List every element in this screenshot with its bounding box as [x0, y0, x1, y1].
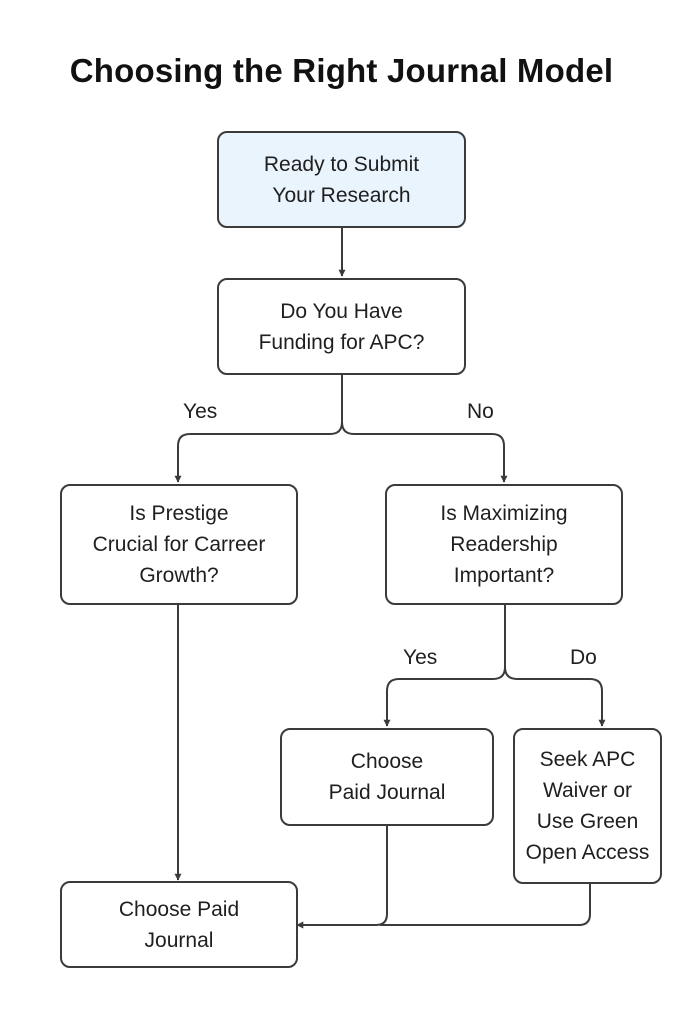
edge-funding-no [341, 421, 508, 483]
node-text-line: Crucial for Carreer [92, 533, 266, 556]
node-text-line: Open Access [525, 841, 650, 864]
node-text-line: Journal [144, 928, 214, 952]
node-text-line: Choose Paid [118, 897, 240, 921]
node-text-line: Readership [450, 533, 558, 556]
node-text-line: Growth? [139, 564, 219, 587]
edge-readership-no [504, 666, 606, 727]
node-text-line: Ready to Submit [263, 152, 420, 176]
node-text-line: Is Maximizing [440, 502, 568, 525]
edge-label-readership-yes: Yes [403, 646, 438, 669]
edge-paid-right-merge [296, 826, 388, 929]
edge-funding-yes [174, 375, 343, 483]
edge-label-funding-no: No [467, 400, 494, 423]
node-text-line: Seek APC [539, 748, 636, 771]
edge-label-readership-no: Do [570, 646, 597, 669]
node-text-line: Use Green [536, 810, 639, 833]
node-text-line: Do You Have [280, 299, 403, 323]
node-text-line: Choose [350, 750, 424, 773]
edge-readership-yes [383, 605, 506, 727]
node-text-line: Important? [453, 564, 555, 587]
node-text-line: Funding for APC? [258, 330, 425, 354]
node-text-line: Waiver or [542, 779, 633, 802]
node-text-line: Is Prestige [129, 502, 229, 525]
node-text-line: Paid Journal [328, 781, 446, 804]
node-text-line: Your Research [272, 183, 411, 207]
diagram-title: Choosing the Right Journal Model [69, 52, 614, 89]
edge-waiver-merge [380, 884, 591, 926]
edge-label-funding-yes: Yes [183, 400, 218, 423]
